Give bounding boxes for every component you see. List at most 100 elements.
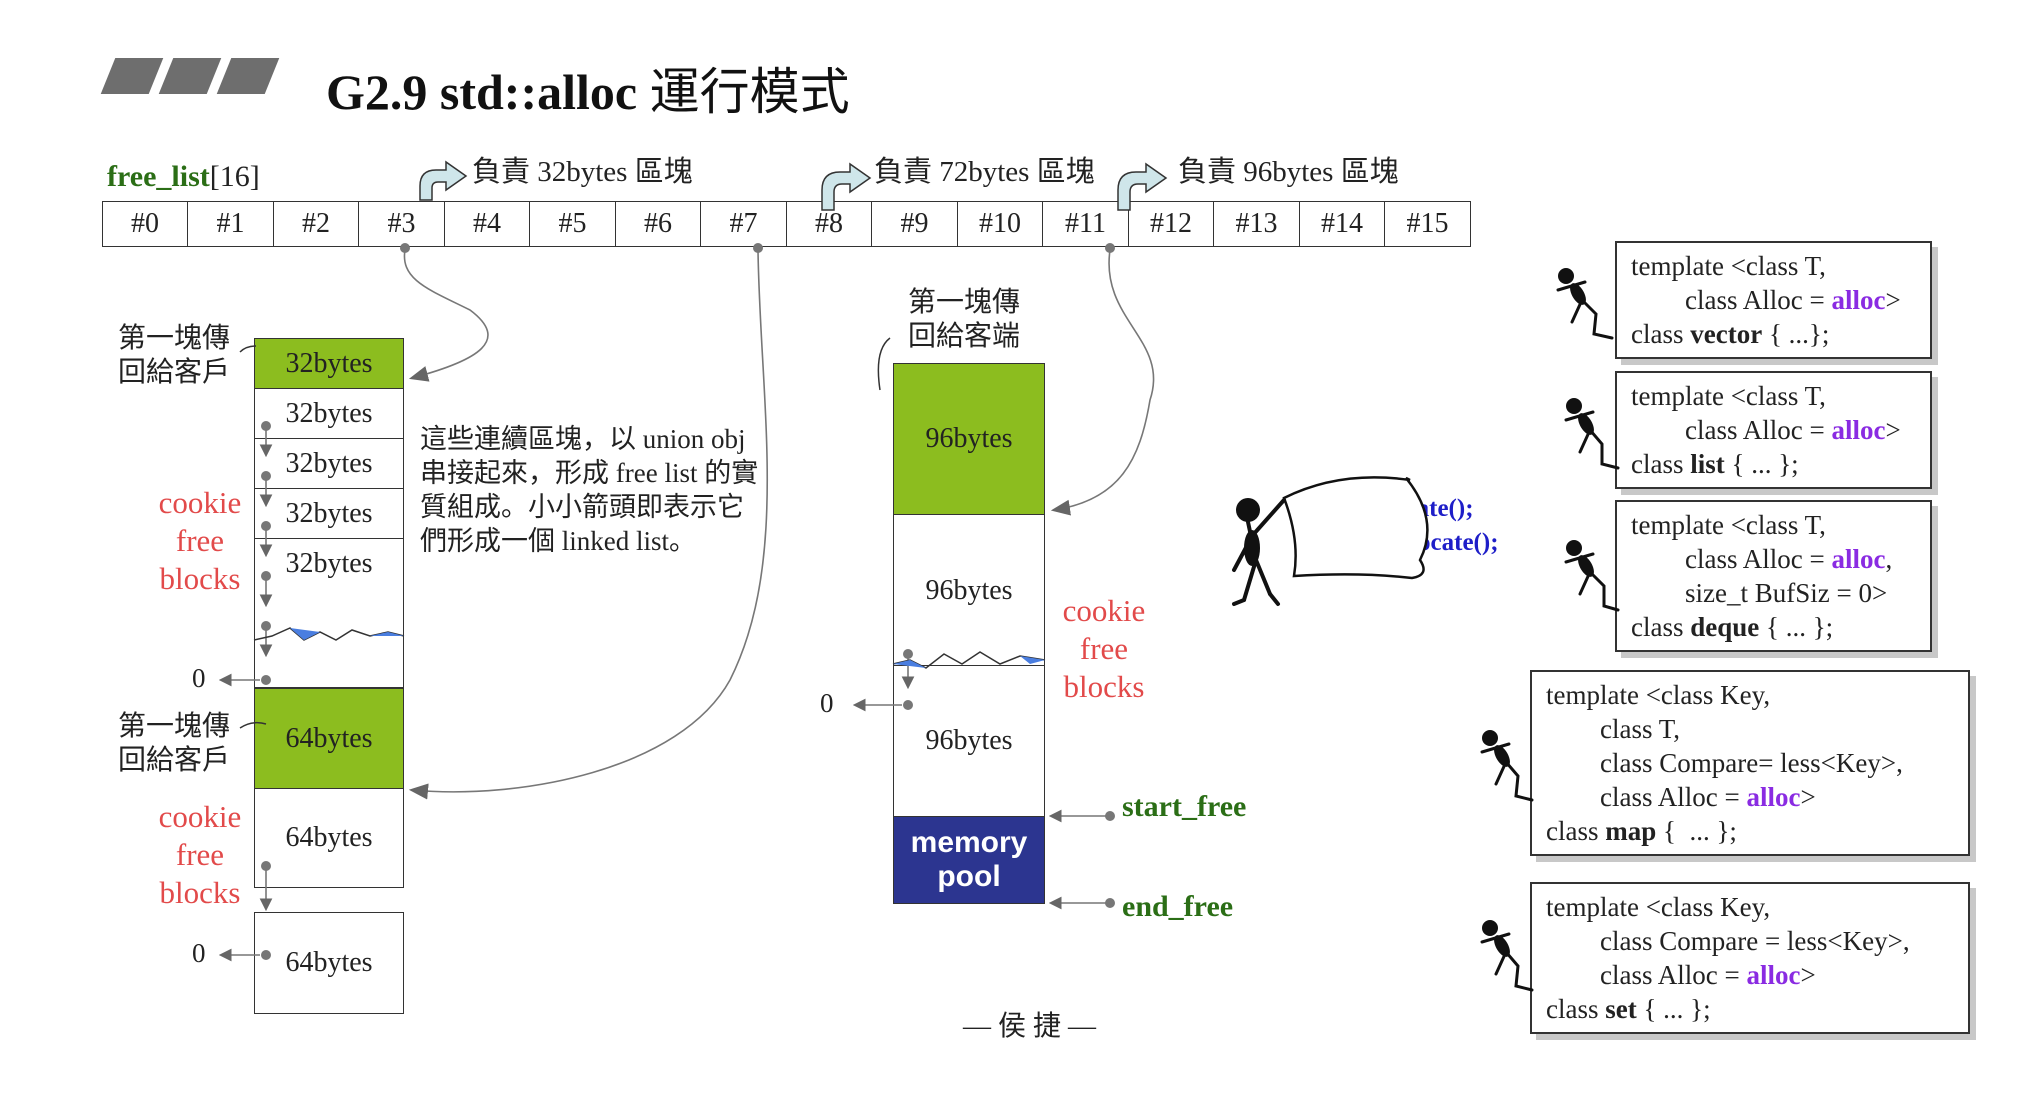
code-line: >: [1885, 415, 1901, 445]
responsibility-label-72: 負責 72bytes 區塊: [874, 156, 1095, 188]
cookie-free-blocks-label-96: cookie free blocks: [1054, 592, 1154, 706]
waving-figure-icon: [1232, 498, 1286, 606]
free-list-slot: #6: [614, 201, 702, 247]
code-line: template <class T,: [1631, 381, 1826, 411]
note-line: 這些連續區塊，以 union obj: [420, 424, 746, 454]
container-name: list: [1690, 449, 1725, 479]
stick-figure-icon: [1480, 730, 1534, 802]
alloc-keyword: alloc: [1746, 960, 1801, 990]
curve-slot3-to-32: [400, 243, 489, 382]
free-list-slot: #0: [101, 201, 189, 247]
free-list-label: free_list[16]: [107, 160, 260, 194]
free-list-slot: #13: [1213, 201, 1300, 247]
cookie-label-line: blocks: [159, 561, 241, 596]
free-list-slot: #11: [1042, 201, 1129, 247]
code-line: class Compare= less<Key>,: [1546, 748, 1903, 778]
cookie-label-line: free: [175, 837, 225, 872]
container-name: set: [1605, 994, 1637, 1024]
code-line: class T,: [1546, 714, 1680, 744]
responsibility-arrow-32: [419, 160, 468, 201]
return-label-line: 第一塊傳: [908, 287, 1021, 318]
free-list-name: free_list: [107, 160, 210, 193]
code-box-map: template <class Key, class T, class Comp…: [1530, 670, 1970, 856]
code-line: class: [1546, 994, 1606, 1024]
pointer-arrows: [1048, 809, 1115, 910]
note-line: 質組成。小小箭頭即表示它: [420, 492, 744, 522]
block-32: 32bytes: [254, 488, 404, 539]
code-line: class Alloc =: [1546, 960, 1747, 990]
code-line: { ...};: [1762, 319, 1830, 349]
return-label-96: 第一塊傳 回給客端: [908, 286, 1020, 354]
code-box-vector: template <class T, class Alloc = alloc> …: [1615, 241, 1932, 359]
block-96-first: 96bytes: [893, 363, 1045, 515]
cookie-label-line: cookie: [1062, 593, 1146, 628]
return-label-line: 回給客戶: [118, 357, 231, 388]
stick-figure-icon: [1564, 540, 1620, 612]
free-list-slot: #15: [1384, 201, 1471, 247]
code-line: class Alloc =: [1631, 415, 1832, 445]
free-list-slot: #1: [187, 201, 274, 247]
code-line: class Alloc =: [1546, 782, 1747, 812]
free-list-slot: #3: [358, 201, 445, 247]
return-label-line: 第一塊傳: [118, 323, 231, 354]
cookie-label-line: cookie: [158, 485, 242, 520]
alloc-keyword: alloc: [1831, 544, 1886, 574]
code-line: class: [1546, 816, 1606, 846]
note-line: 們形成一個 linked list。: [420, 526, 696, 556]
curve-slot11-to-96: [1050, 243, 1155, 516]
block-96: 96bytes: [893, 514, 1045, 666]
free-list-slot: #9: [871, 201, 958, 247]
free-list-slot: #4: [443, 201, 531, 247]
block-32-first: 32bytes: [254, 338, 404, 389]
block-32: 32bytes: [254, 538, 404, 589]
free-list-size: [16]: [209, 160, 260, 193]
code-line: class: [1631, 319, 1691, 349]
stick-figure-icon: [1564, 398, 1620, 470]
code-line: >: [1885, 285, 1901, 315]
pool-label-line: pool: [937, 860, 1001, 893]
code-line: class: [1631, 449, 1691, 479]
free-list-slot: #5: [529, 201, 616, 247]
free-list-slot: #12: [1127, 201, 1215, 247]
cookie-label-line: cookie: [158, 799, 242, 834]
code-line: template <class T,: [1631, 510, 1826, 540]
code-line: class: [1631, 612, 1691, 642]
block-32: 32bytes: [254, 438, 404, 489]
code-line: template <class Key,: [1546, 892, 1771, 922]
cookie-label-line: free: [175, 523, 225, 558]
code-line: { ... };: [1656, 816, 1737, 846]
code-line: class Alloc =: [1631, 285, 1832, 315]
cookie-free-blocks-label-64: cookie free blocks: [148, 798, 252, 912]
free-list-slot: #2: [272, 201, 360, 247]
free-list-slot: #10: [956, 201, 1044, 247]
end-free-label: end_free: [1122, 890, 1234, 923]
return-label-line: 第一塊傳: [118, 711, 231, 742]
stick-figure-icon: [1480, 920, 1534, 992]
code-line: >: [1800, 782, 1816, 812]
container-name: map: [1605, 816, 1657, 846]
title-latin: G2.9 std::alloc: [326, 64, 638, 120]
code-line: size_t BufSiz = 0>: [1631, 578, 1888, 608]
code-box-list: template <class T, class Alloc = alloc> …: [1615, 371, 1932, 489]
responsibility-label-32: 負責 32bytes 區塊: [472, 156, 693, 188]
block-64-first: 64bytes: [254, 688, 404, 789]
code-line: ,: [1885, 544, 1893, 574]
note-line: 串接起來，形成 free list 的實: [420, 458, 759, 488]
code-line: class Alloc =: [1631, 544, 1832, 574]
return-label-line: 回給客戶: [118, 745, 231, 776]
memory-pool: memory pool: [893, 816, 1045, 904]
block-64: 64bytes: [254, 788, 404, 888]
cookie-label-line: blocks: [159, 875, 241, 910]
responsibility-label-96: 負責 96bytes 區塊: [1178, 156, 1399, 188]
title-cjk: 運行模式: [649, 64, 850, 120]
pool-label-line: memory: [910, 826, 1028, 859]
free-list-slot: #7: [700, 201, 787, 247]
code-line: >: [1800, 960, 1816, 990]
deallocate-call: alloc::deallocate();: [1300, 529, 1499, 556]
cookie-label-line: blocks: [1063, 669, 1145, 704]
null-terminator-96: 0: [820, 688, 834, 718]
stick-figure-icon: [1556, 268, 1614, 340]
free-list-slot: #14: [1298, 201, 1386, 247]
code-line: { ... };: [1759, 612, 1834, 642]
null-terminator-64: 0: [192, 938, 206, 968]
